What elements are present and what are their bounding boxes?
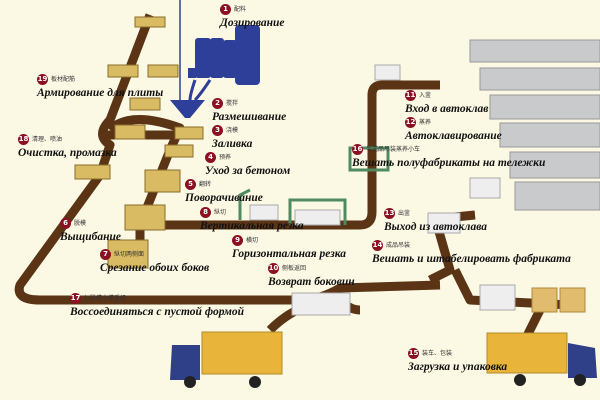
step-8-label: Вертикальная резка (200, 220, 304, 232)
step-17-number: 17 (70, 293, 81, 304)
step-16-zh: 半成品吊装蒸养小车 (366, 146, 421, 153)
step-6-label: Выщибание (60, 231, 121, 243)
step-3-number: 3 (212, 125, 223, 136)
step-13-label: Выход из автоклава (384, 221, 488, 233)
step-14-zh: 成品吊装 (386, 242, 411, 249)
block-stacks (249, 64, 516, 316)
step-13-number: 13 (384, 208, 395, 219)
step-9-zh: 横切 (246, 237, 259, 244)
step-1-zh: 配料 (234, 6, 247, 13)
step-2-label: Размешивание (212, 111, 287, 123)
step-7-number: 7 (100, 249, 111, 260)
step-3-zh: 浇模 (226, 127, 239, 134)
step-7-zh: 纵切两侧面 (114, 251, 145, 258)
step-11-zh: 入釜 (419, 92, 432, 99)
pallets (531, 287, 586, 313)
step-18-number: 18 (18, 134, 29, 145)
step-4-label: Уход за бетоном (205, 165, 291, 177)
step-15-zh: 装车、包装 (422, 350, 453, 357)
step-6-zh: 脱模 (74, 220, 87, 227)
step-2-zh: 搅拌 (226, 100, 239, 107)
step-4-number: 4 (205, 152, 216, 163)
step-7-label: Срезание обоих боков (100, 262, 210, 274)
step-4-zh: 预养 (219, 154, 232, 161)
cutting-gantries (238, 146, 390, 225)
step-12-zh: 蒸养 (419, 119, 432, 126)
step-19-zh: 板材配筋 (51, 76, 76, 83)
step-11-number: 11 (405, 90, 416, 101)
step-18-zh: 清理、喷油 (32, 136, 63, 143)
truck-left (170, 331, 283, 388)
step-14-number: 14 (372, 240, 383, 251)
step-17-zh: 与脱模空模重组 (84, 295, 127, 302)
silos (170, 25, 260, 118)
step-19-label: Армирование для плиты (37, 87, 164, 99)
step-1-label: Дозирование (220, 17, 285, 29)
step-1-number: 1 (220, 4, 231, 15)
step-17-label: Воссоединяться с пустой формой (70, 306, 245, 318)
step-10-zh: 侧板返回 (282, 265, 307, 272)
step-15-number: 15 (408, 348, 419, 359)
step-12-number: 12 (405, 117, 416, 128)
step-5-zh: 翻转 (199, 181, 212, 188)
step-19-number: 19 (37, 74, 48, 85)
step-8-number: 8 (200, 207, 211, 218)
step-14-label: Вешать и штабелировать фабриката (372, 253, 571, 265)
step-2-number: 2 (212, 98, 223, 109)
step-10-label: Возврат боковин (268, 276, 355, 288)
step-12-label: Автоклавирование (405, 130, 502, 142)
step-5-number: 5 (185, 179, 196, 190)
step-11-label: Вход в автоклав (405, 103, 489, 115)
step-16-number: 16 (352, 144, 363, 155)
track-cutting (140, 80, 440, 230)
molds (74, 16, 204, 269)
truck-right (486, 332, 597, 386)
step-15-label: Загрузка и упаковка (408, 361, 508, 373)
step-6-number: 6 (60, 218, 71, 229)
step-9-label: Горизонтальная резка (232, 248, 346, 260)
step-10-number: 10 (268, 263, 279, 274)
step-13-zh: 出釜 (398, 210, 411, 217)
step-18-label: Очистка, промазка (18, 147, 117, 159)
step-8-zh: 纵切 (214, 209, 227, 216)
step-3-label: Заливка (212, 138, 253, 150)
step-5-label: Поворачивание (185, 192, 263, 204)
autoclaves (469, 39, 600, 211)
step-9-number: 9 (232, 235, 243, 246)
step-16-label: Вешать полуфабрикаты на тележки (352, 157, 546, 169)
